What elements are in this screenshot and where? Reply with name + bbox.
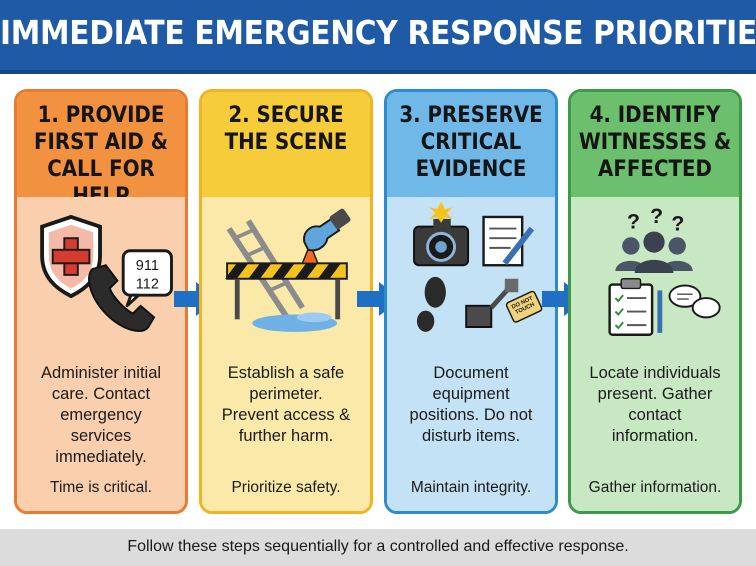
equipment-icon	[465, 278, 519, 328]
step-card-header: 2. SECURE THE SCENE	[202, 92, 370, 197]
step-description: Administer initial care. Contact emergen…	[40, 364, 162, 466]
first-aid-illustration: 911 112	[40, 214, 173, 332]
header-banner: IMMEDIATE EMERGENCY RESPONSE PRIORITIES	[0, 0, 756, 74]
svg-text:?: ?	[671, 211, 684, 235]
evidence-tag-icon: DO NOTTOUCH	[505, 290, 543, 323]
question-icon: ? ? ?	[627, 204, 684, 236]
step-note: Prioritize safety.	[231, 479, 341, 496]
secure-scene-illustration	[225, 208, 351, 332]
barrier-icon	[225, 242, 348, 320]
footer-text: Follow these steps sequentially for a co…	[127, 538, 629, 555]
phone-number-112: 112	[136, 276, 159, 292]
step-card-identify-witnesses: 4. IDENTIFY WITNESSES & AFFECTED ? ? ?	[568, 89, 742, 514]
step-title: 2. SECURE THE SCENE	[224, 103, 348, 155]
step-note: Maintain integrity.	[410, 479, 532, 496]
clipboard-icon	[608, 278, 654, 336]
phone-icon	[88, 264, 156, 332]
camera-icon	[413, 201, 470, 267]
step-title: 3. PRESERVE CRITICAL EVIDENCE	[399, 103, 543, 182]
step-description: Document equipment positions. Do not dis…	[409, 364, 533, 445]
identify-witnesses-illustration: ? ? ?	[608, 204, 721, 336]
step-card-header: 3. PRESERVE CRITICAL EVIDENCE	[387, 92, 555, 197]
svg-text:?: ?	[627, 210, 640, 234]
step-description: Locate individuals present. Gather conta…	[589, 364, 721, 445]
step-card-header: 1. PROVIDE FIRST AID & CALL FOR HELP	[17, 92, 185, 209]
people-group-icon	[615, 231, 693, 273]
chat-bubbles-icon	[668, 284, 721, 319]
step-title: 4. IDENTIFY WITNESSES & AFFECTED	[578, 103, 732, 182]
notepad-icon	[482, 215, 535, 267]
step-card-secure-scene: 2. SECURE THE SCENE Establish a safe per…	[199, 89, 373, 514]
speech-bubble-icon: 911 112	[121, 249, 173, 308]
gloved-hand-icon	[303, 208, 351, 252]
phone-number-911: 911	[136, 258, 159, 274]
step-note: Time is critical.	[50, 479, 152, 496]
step-card-preserve-evidence: 3. PRESERVE CRITICAL EVIDENCE	[384, 89, 558, 514]
page-title: IMMEDIATE EMERGENCY RESPONSE PRIORITIES	[0, 13, 756, 52]
step-card-first-aid: 1. PROVIDE FIRST AID & CALL FOR HELP 911…	[14, 89, 188, 514]
preserve-evidence-illustration: DO NOTTOUCH	[413, 201, 543, 332]
step-card-body	[202, 197, 370, 511]
step-description: Establish a safe perimeter. Prevent acce…	[221, 364, 351, 445]
step-card-header: 4. IDENTIFY WITNESSES & AFFECTED	[571, 92, 739, 197]
step-note: Gather information.	[588, 479, 722, 496]
svg-text:?: ?	[650, 204, 663, 228]
footprint-icon	[416, 276, 446, 332]
footer-bar: Follow these steps sequentially for a co…	[0, 529, 756, 566]
spill-icon	[252, 312, 338, 332]
step-title: 1. PROVIDE FIRST AID & CALL FOR HELP	[33, 103, 169, 209]
shield-cross-icon	[40, 214, 102, 299]
